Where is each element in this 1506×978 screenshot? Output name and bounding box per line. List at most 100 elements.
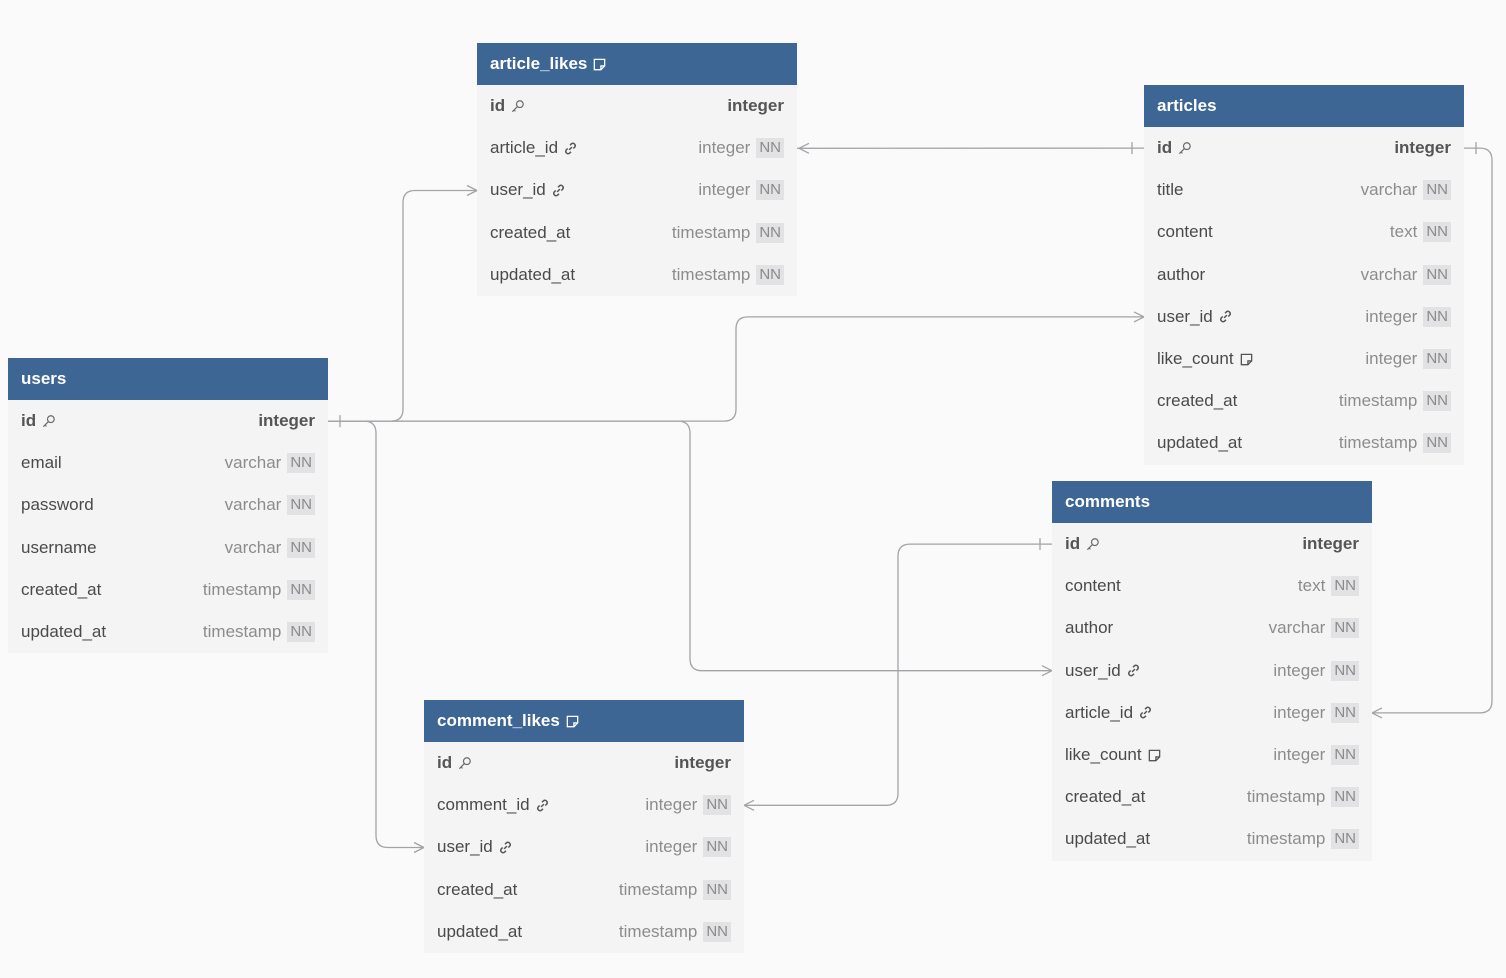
not-null-badge: NN (756, 138, 784, 159)
not-null-badge: NN (703, 879, 731, 900)
field-type: text (1389, 222, 1418, 242)
foreign-key-link-icon (1126, 663, 1141, 678)
not-null-badge: NN (1423, 306, 1451, 327)
field-type: timestamp (202, 622, 282, 642)
field-type: timestamp (202, 579, 282, 599)
field-name-cell: email (21, 453, 225, 473)
connector-users-article-likes (328, 189, 477, 422)
field-type: integer (1394, 138, 1451, 158)
field-name: content (1157, 222, 1213, 242)
field-name: user_id (1157, 306, 1213, 326)
not-null-badge: NN (287, 622, 315, 643)
table-header[interactable]: comment_likes (424, 700, 744, 742)
field-type: integer (645, 795, 698, 815)
field-name-cell: user_id (490, 180, 698, 200)
field-type: timestamp (1338, 433, 1418, 453)
field-name: created_at (21, 579, 102, 599)
field-name-cell: id (21, 411, 258, 431)
field-name-cell: updated_at (1157, 433, 1339, 453)
field-type: varchar (1360, 264, 1418, 284)
field-type: varchar (224, 453, 282, 473)
not-null-badge: NN (1423, 180, 1451, 201)
not-null-badge: NN (287, 495, 315, 516)
connector-users-articles (328, 316, 1144, 422)
field-name: comment_id (437, 795, 530, 815)
not-null-badge: NN (287, 537, 315, 558)
table-header[interactable]: users (8, 358, 328, 400)
field-name-cell: content (1157, 222, 1390, 242)
field-name: author (1157, 264, 1206, 284)
primary-key-icon (457, 756, 472, 771)
table-header[interactable]: articles (1144, 85, 1464, 127)
foreign-key-link-icon (563, 141, 578, 156)
field-name-cell: comment_id (437, 795, 645, 815)
field-name: created_at (437, 879, 518, 899)
table-header[interactable]: comments (1052, 481, 1372, 523)
field-name: updated_at (1065, 829, 1151, 849)
field-name: like_count (1065, 745, 1142, 765)
field-type: timestamp (1338, 391, 1418, 411)
not-null-badge: NN (287, 453, 315, 474)
table-title: articles (1157, 96, 1217, 115)
foreign-key-link-icon (535, 798, 550, 813)
field-name: id (1065, 534, 1081, 554)
field-type: integer (1273, 745, 1326, 765)
not-null-badge: NN (1331, 702, 1359, 723)
field-name: id (1157, 138, 1173, 158)
field-name-cell: updated_at (437, 922, 619, 942)
field-row[interactable]: id integer (1144, 127, 1464, 169)
not-null-badge: NN (1331, 618, 1359, 639)
field-name-cell: created_at (490, 223, 672, 243)
connector-comments-articles (1372, 147, 1493, 714)
many-cardinality-mark (1371, 707, 1383, 719)
table-title: users (21, 369, 67, 388)
not-null-badge: NN (1423, 222, 1451, 243)
many-cardinality-mark (743, 799, 755, 811)
field-name-cell: id (437, 753, 674, 773)
field-name: created_at (490, 222, 571, 242)
field-type: integer (645, 837, 698, 857)
field-name-cell: title (1157, 180, 1361, 200)
not-null-badge: NN (703, 837, 731, 858)
table-header[interactable]: article_likes (477, 43, 797, 85)
field-name: username (21, 537, 97, 557)
field-name-cell: password (21, 495, 225, 515)
